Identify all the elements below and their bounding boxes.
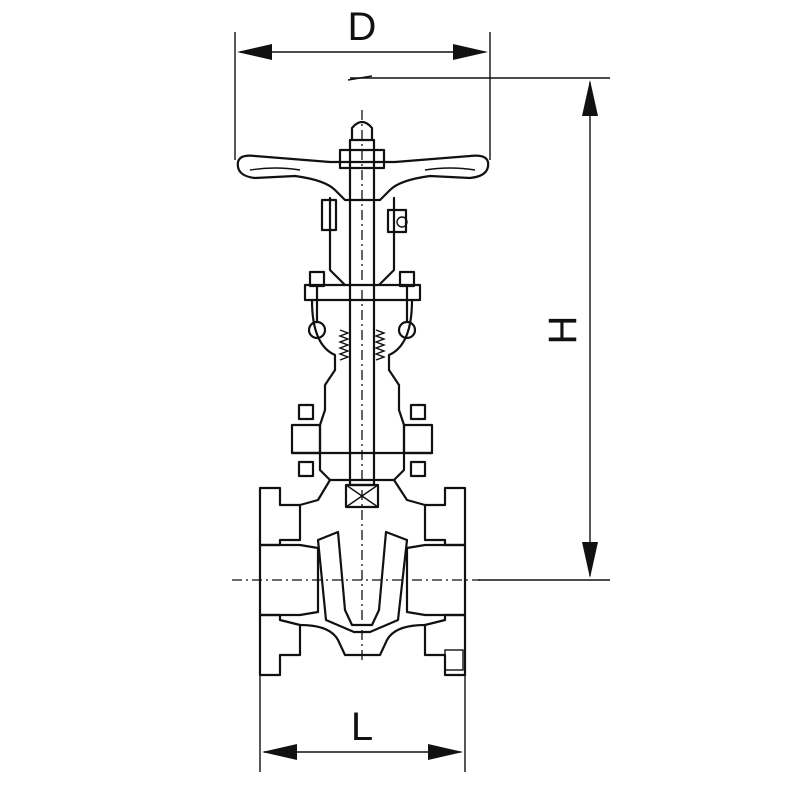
arrowhead-d-left xyxy=(237,44,272,60)
label-h: H xyxy=(541,316,585,345)
stem-gate-cross xyxy=(345,484,379,508)
label-l: L xyxy=(351,705,373,749)
flange-right-top xyxy=(423,486,467,547)
drain-plug xyxy=(444,649,464,671)
body-bottom xyxy=(298,623,427,657)
arrowhead-h-bottom xyxy=(582,542,598,578)
grease-fitting xyxy=(396,216,408,228)
yoke-arms xyxy=(328,196,396,287)
arrowhead-d-right xyxy=(453,44,488,60)
flange-left-bore xyxy=(258,543,320,617)
gland-assembly xyxy=(303,270,422,372)
arrowhead-l-left xyxy=(262,744,297,760)
stem-top-mark xyxy=(347,75,373,81)
handwheel xyxy=(236,148,490,202)
bonnet-bolt-block-right xyxy=(402,423,434,455)
yoke-nut-right xyxy=(386,208,408,234)
yoke xyxy=(320,196,408,287)
valve-body xyxy=(258,478,467,677)
bonnet xyxy=(290,368,434,482)
dimension-d: D xyxy=(234,5,491,160)
dimension-l: L xyxy=(259,660,466,772)
arrowhead-l-right xyxy=(428,744,463,760)
bonnet-bolt-block-left xyxy=(290,423,322,455)
dimension-h: H xyxy=(350,77,610,581)
label-d: D xyxy=(348,5,377,49)
gate-wedge xyxy=(316,530,409,634)
gland-flange xyxy=(303,283,422,302)
yoke-nut-left xyxy=(320,198,338,232)
handwheel-spokes xyxy=(249,167,476,171)
bonnet-nut-bottom-left xyxy=(297,460,315,478)
eyebolt-eye-left xyxy=(307,320,327,340)
bonnet-nut-top-right xyxy=(409,403,427,421)
arrowhead-h-top xyxy=(582,80,598,116)
flange-left-top xyxy=(258,486,302,547)
body-top xyxy=(298,478,427,507)
eyebolt-eye-right xyxy=(397,320,417,340)
packing-right xyxy=(374,329,386,361)
stem-gate-connector xyxy=(344,483,380,509)
gland-body xyxy=(310,298,414,372)
handwheel-rim xyxy=(236,154,490,202)
flange-right-bottom xyxy=(423,613,467,677)
flange-left-bottom xyxy=(258,613,302,677)
bonnet-neck xyxy=(318,368,406,482)
packing-left xyxy=(338,329,350,361)
handwheel-hub xyxy=(338,148,386,170)
stem-top xyxy=(350,120,374,142)
bonnet-nut-top-left xyxy=(297,403,315,421)
bonnet-nut-bottom-right xyxy=(409,460,427,478)
